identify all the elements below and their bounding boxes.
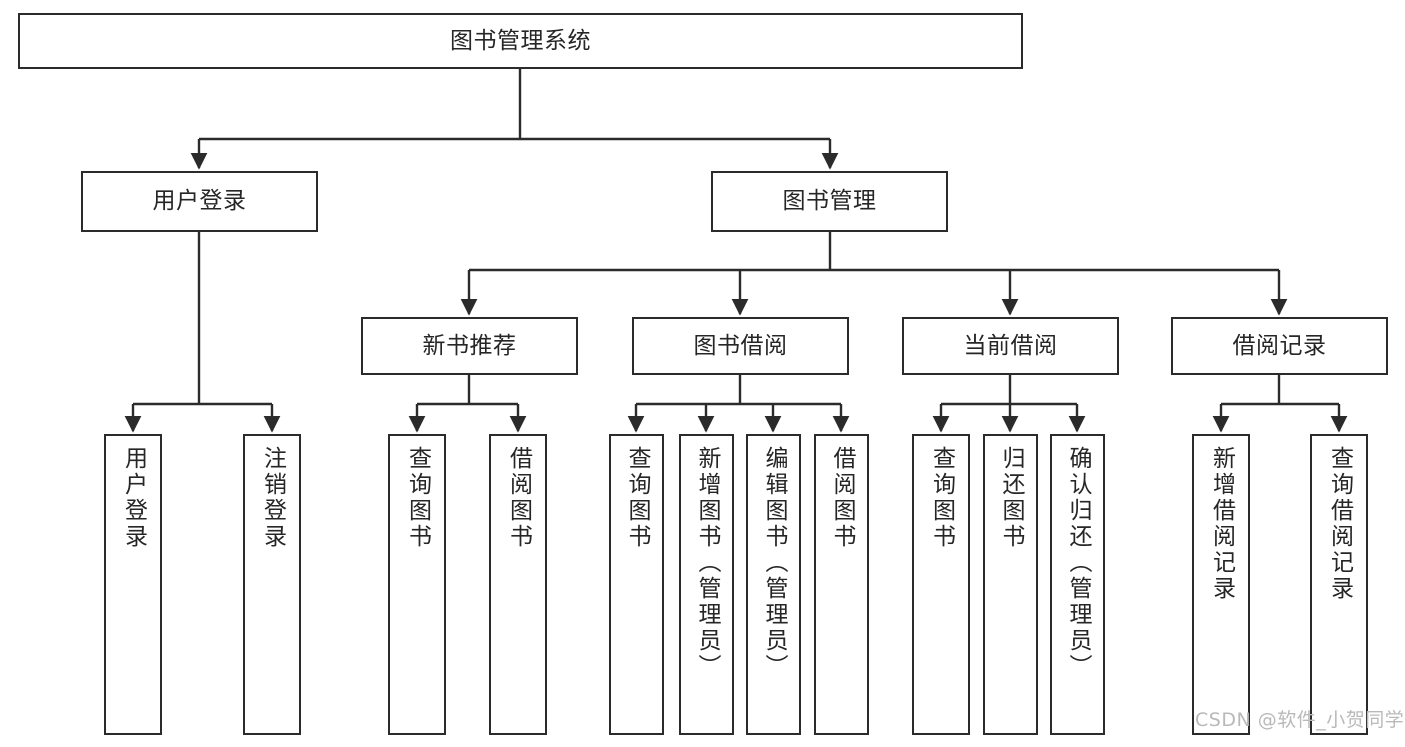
node-leaf-add-record-label: 新增借阅记录 bbox=[1208, 446, 1235, 602]
node-leaf-logout-label: 注销登录 bbox=[259, 446, 286, 550]
node-leaf-edit-book-label: 编辑图书（管理员） bbox=[761, 446, 787, 680]
node-leaf-query-book-rec-label: 查询图书 bbox=[404, 446, 431, 550]
node-leaf-confirm-return-label: 确认归还（管理员） bbox=[1065, 446, 1091, 680]
node-leaf-add-book[interactable]: 新增图书（管理员） bbox=[679, 434, 734, 735]
node-new-book-rec-label: 新书推荐 bbox=[422, 332, 517, 359]
node-leaf-query-book-cur-label: 查询图书 bbox=[928, 446, 955, 550]
node-book-manage[interactable]: 图书管理 bbox=[711, 171, 948, 232]
node-new-book-rec[interactable]: 新书推荐 bbox=[361, 317, 578, 375]
node-root[interactable]: 图书管理系统 bbox=[18, 13, 1023, 69]
node-book-borrow-label: 图书借阅 bbox=[693, 332, 788, 359]
node-leaf-add-book-label: 新增图书（管理员） bbox=[694, 446, 720, 680]
node-current-borrow-label: 当前借阅 bbox=[963, 332, 1058, 359]
node-leaf-logout[interactable]: 注销登录 bbox=[243, 434, 301, 735]
node-leaf-borrow-book-label: 借阅图书 bbox=[829, 446, 855, 550]
node-leaf-query-book-cur[interactable]: 查询图书 bbox=[912, 434, 970, 735]
node-book-borrow[interactable]: 图书借阅 bbox=[632, 317, 849, 375]
node-leaf-user-login-label: 用户登录 bbox=[120, 446, 147, 550]
node-leaf-borrow-book-rec[interactable]: 借阅图书 bbox=[489, 434, 547, 735]
node-leaf-query-record[interactable]: 查询借阅记录 bbox=[1310, 434, 1368, 735]
node-user-login[interactable]: 用户登录 bbox=[81, 171, 318, 232]
watermark-text: CSDN @软件_小贺同学 bbox=[1195, 709, 1405, 731]
node-root-label: 图书管理系统 bbox=[450, 27, 591, 54]
node-leaf-return-book-label: 归还图书 bbox=[998, 446, 1024, 550]
node-leaf-query-record-label: 查询借阅记录 bbox=[1326, 446, 1353, 602]
node-user-login-label: 用户登录 bbox=[152, 188, 247, 215]
node-leaf-borrow-book-rec-label: 借阅图书 bbox=[505, 446, 532, 550]
node-leaf-edit-book[interactable]: 编辑图书（管理员） bbox=[746, 434, 801, 735]
node-leaf-borrow-book[interactable]: 借阅图书 bbox=[814, 434, 869, 735]
node-leaf-user-login[interactable]: 用户登录 bbox=[104, 434, 162, 735]
node-current-borrow[interactable]: 当前借阅 bbox=[902, 317, 1119, 375]
node-leaf-query-book-borrow-label: 查询图书 bbox=[624, 446, 650, 550]
node-leaf-query-book-borrow[interactable]: 查询图书 bbox=[609, 434, 664, 735]
node-borrow-record[interactable]: 借阅记录 bbox=[1171, 317, 1388, 375]
node-leaf-confirm-return[interactable]: 确认归还（管理员） bbox=[1050, 434, 1105, 735]
node-leaf-return-book[interactable]: 归还图书 bbox=[983, 434, 1038, 735]
node-leaf-query-book-rec[interactable]: 查询图书 bbox=[388, 434, 446, 735]
node-borrow-record-label: 借阅记录 bbox=[1232, 332, 1327, 359]
node-book-manage-label: 图书管理 bbox=[782, 188, 877, 215]
node-leaf-add-record[interactable]: 新增借阅记录 bbox=[1192, 434, 1250, 735]
